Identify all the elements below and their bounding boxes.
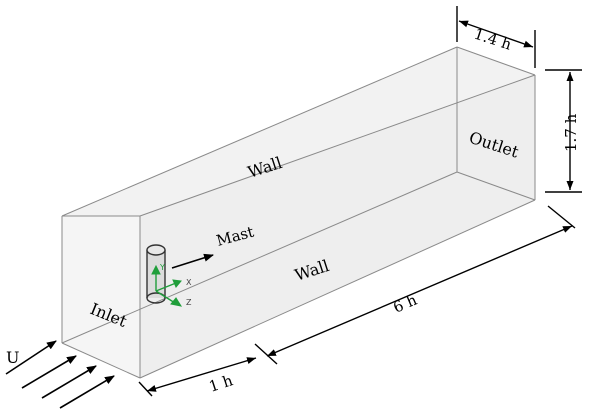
axis-x-label: X — [186, 278, 192, 287]
coordinate-axes — [151, 264, 183, 307]
length-dimension — [254, 205, 576, 365]
inflow-arrows — [5, 340, 115, 409]
inlet-depth-label: 1 h — [207, 371, 236, 396]
axis-z-label: Z — [186, 298, 192, 307]
mast-arrow — [171, 253, 214, 269]
height-dimension-label: 1.7 h — [562, 113, 580, 152]
top-wall-face — [62, 47, 535, 216]
length-dimension-label: 6 h — [391, 291, 420, 317]
flow-velocity-label: U — [6, 348, 19, 367]
width-dimension — [456, 6, 536, 68]
width-dimension-label: 1.4 h — [472, 25, 514, 54]
inlet-depth-dimension — [138, 357, 257, 397]
inlet-face — [62, 216, 140, 378]
axis-y-label: Y — [159, 263, 165, 272]
height-dimension — [545, 69, 582, 193]
